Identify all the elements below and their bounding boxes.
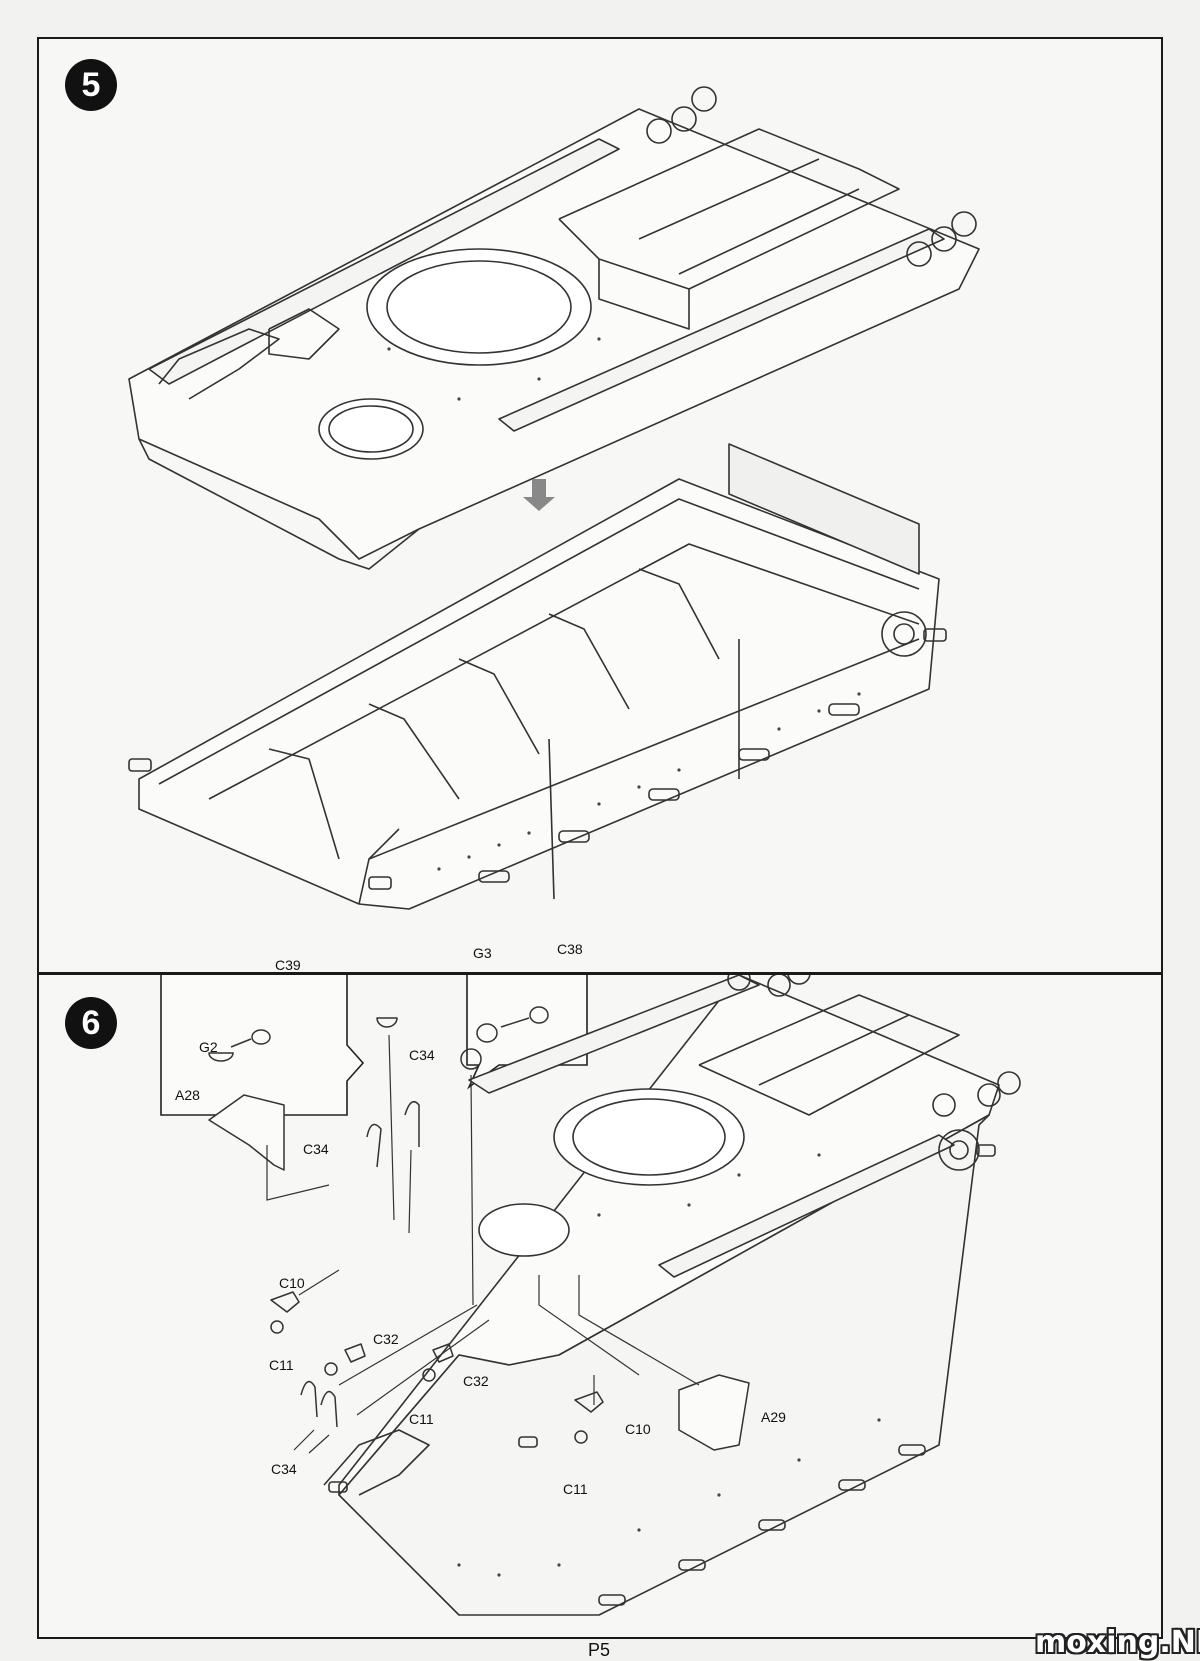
step-6-panel: 6 <box>37 941 1163 1639</box>
rear-bulkhead <box>728 443 920 575</box>
c32-left-part <box>344 1343 366 1363</box>
assembled-driver-hatch <box>478 1203 570 1257</box>
step-number-6: 6 <box>65 997 117 1049</box>
assembly-arrow <box>523 479 555 511</box>
label-c34-bottom: C34 <box>271 1461 297 1477</box>
driver-hatch <box>318 398 424 460</box>
step-5-illustration <box>128 86 980 910</box>
label-c10-right: C10 <box>625 1421 651 1437</box>
c34-handle-bottom-a <box>300 1380 318 1418</box>
lower-hull-tub <box>138 478 940 910</box>
a29-plate <box>678 1374 750 1451</box>
label-c34-left: C34 <box>303 1141 329 1157</box>
c39-part <box>251 1029 271 1045</box>
label-a28: A28 <box>175 1087 200 1103</box>
callout-box-left <box>160 975 365 1116</box>
c11-mid-part <box>422 1368 436 1382</box>
label-g2: G2 <box>199 1039 218 1055</box>
c38-part <box>529 1006 549 1024</box>
page-number: P5 <box>588 1640 611 1660</box>
label-c32-left: C32 <box>373 1331 399 1347</box>
step-number-5: 5 <box>65 59 117 111</box>
label-c11-right: C11 <box>563 1481 588 1497</box>
g3-cap-loose <box>460 1048 482 1070</box>
label-c10-left: C10 <box>279 1275 305 1291</box>
label-c32-mid: C32 <box>463 1373 489 1389</box>
rivet-rows <box>387 337 861 871</box>
label-c39: C39 <box>275 957 301 973</box>
label-c38: C38 <box>557 941 583 957</box>
site-watermark: moxing.NET <box>1035 1625 1200 1660</box>
label-a29: A29 <box>761 1409 786 1425</box>
assembled-turret-ring <box>553 1088 745 1186</box>
step-5-panel: 5 <box>37 37 1163 974</box>
label-c34-top: C34 <box>409 1047 435 1063</box>
label-c11-left: C11 <box>269 1357 294 1373</box>
c34-handle-left <box>366 1123 382 1168</box>
c39-cap-loose <box>376 1017 398 1028</box>
a28-plate <box>208 1094 285 1171</box>
label-c11-mid: C11 <box>409 1411 434 1427</box>
c10-right-part <box>574 1391 604 1413</box>
c34-handle-top <box>404 1100 420 1147</box>
c34-handle-bottom-b <box>320 1390 338 1428</box>
turret-ring <box>366 248 592 366</box>
c11-left-part <box>270 1320 284 1334</box>
label-g3: G3 <box>473 945 492 961</box>
c10-left-part <box>270 1291 300 1313</box>
step-6-illustration <box>160 975 1021 1616</box>
g2-part <box>208 1052 234 1062</box>
g3-part <box>476 1023 498 1043</box>
c11-right-part <box>574 1430 588 1444</box>
right-track-guard <box>498 228 945 432</box>
